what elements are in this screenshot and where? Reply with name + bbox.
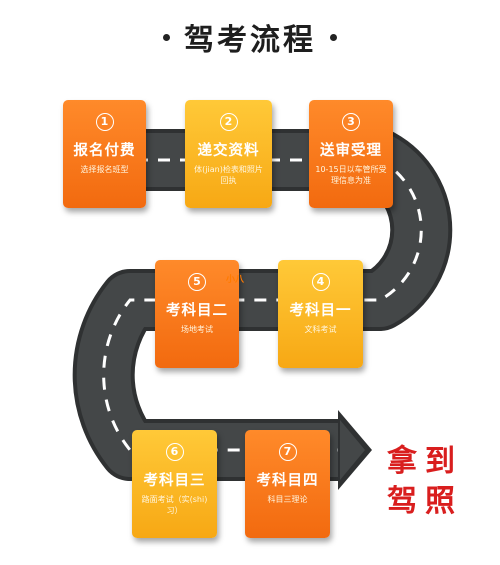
step-4-number: 4 <box>311 273 330 291</box>
step-4-card: 4 考科目一 文科考试 <box>278 260 363 368</box>
step-7-number: 7 <box>278 443 297 461</box>
title-dot-left <box>163 33 170 41</box>
step-6-title: 考科目三 <box>143 473 206 489</box>
title-bar: 驾考流程 <box>0 12 500 62</box>
step-7-subtitle: 科目三理论 <box>267 495 308 504</box>
step-7-title: 考科目四 <box>256 473 319 489</box>
step-7-card: 7 考科目四 科目三理论 <box>245 430 330 538</box>
step-2-subtitle: 体(jian)检表和照片回执 <box>194 165 263 185</box>
step-5-card: 5 考科目二 场地考试 <box>155 260 239 368</box>
step-2-number: 2 <box>219 113 238 131</box>
road-center-line <box>70 158 423 452</box>
final-line-1: 拿到 <box>387 444 463 479</box>
step-3-title: 送审受理 <box>320 143 382 159</box>
step-1-number: 1 <box>95 113 114 131</box>
final-result: 拿到 驾照 <box>370 442 480 522</box>
step-3-subtitle: 10-15日以车管所受理信息为准 <box>315 165 387 185</box>
step-1-subtitle: 选择报名班型 <box>80 165 129 174</box>
final-line-2: 驾照 <box>387 484 463 519</box>
step-2-title: 递交资料 <box>197 143 260 159</box>
step-3-card: 3 送审受理 10-15日以车管所受理信息为准 <box>309 100 393 208</box>
step-2-card: 2 递交资料 体(jian)检表和照片回执 <box>185 100 272 208</box>
step-4-subtitle: 文科考试 <box>304 325 337 334</box>
step-5-number: 5 <box>188 273 206 291</box>
watermark-text: 小八 <box>226 275 245 285</box>
page-title: 驾考流程 <box>184 23 316 58</box>
step-1-card: 1 报名付费 选择报名班型 <box>63 100 146 208</box>
step-6-number: 6 <box>165 443 184 461</box>
step-5-title: 考科目二 <box>166 303 228 319</box>
step-3-number: 3 <box>342 113 360 131</box>
step-6-subtitle: 路面考试（实(shi)习） <box>141 495 208 515</box>
step-6-card: 6 考科目三 路面考试（实(shi)习） <box>132 430 217 538</box>
step-1-title: 报名付费 <box>73 143 136 159</box>
road-arrow-inner <box>340 420 365 480</box>
title-dot-right <box>330 33 337 41</box>
step-4-title: 考科目一 <box>289 303 352 319</box>
step-5-subtitle: 场地考试 <box>181 325 213 334</box>
